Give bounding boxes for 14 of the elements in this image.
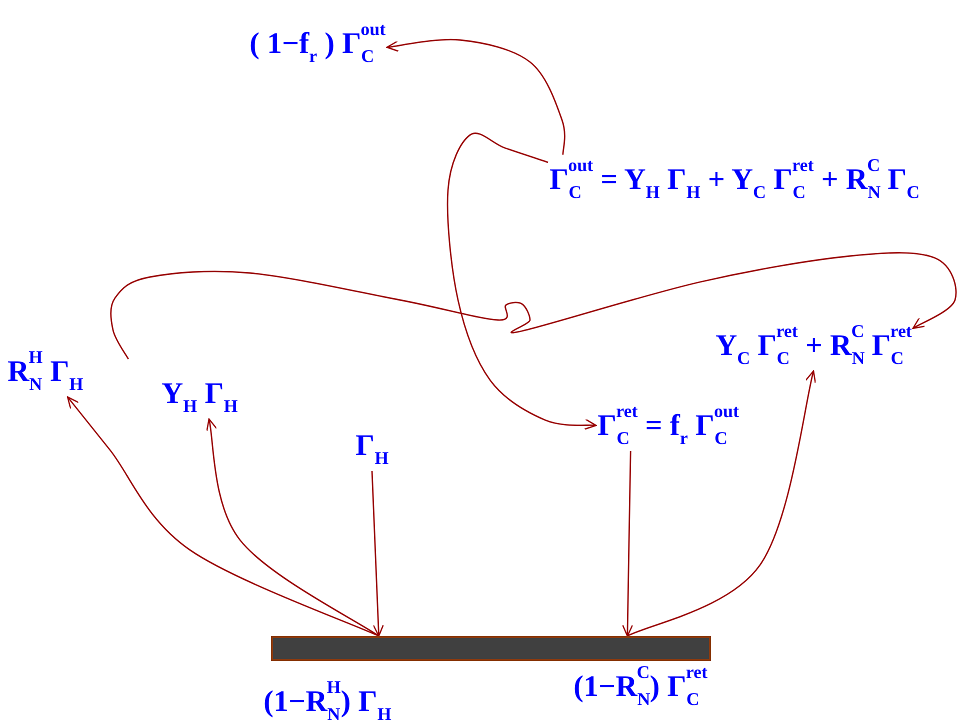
wall-bar (271, 636, 711, 661)
arrow (386, 38, 566, 155)
arrow (371, 470, 384, 637)
arrow (206, 418, 380, 637)
formula-label: R$_{N}$$^{H}$ Γ$_{H}$ (6, 340, 85, 397)
arrow (622, 450, 634, 637)
arrow (110, 252, 957, 360)
arrow (66, 396, 380, 637)
formula-label: (1−R$_{N}$$^{H}$) Γ$_{H}$ (262, 676, 392, 726)
arrow (627, 370, 816, 637)
arrow (446, 132, 597, 430)
formula-label: Γ$_{H}$ (354, 414, 390, 471)
formula-label: Γ$_{C}$$^{out}$ = Y$_{H}$ Γ$_{H}$ + Y$_{C}$ Γ$_{C}$$^{ret}$ + R$_{N}$$^{C}$ Γ$_{C}$ (548, 148, 922, 205)
formula-label: Y$_{H}$ Γ$_{H}$ (160, 362, 240, 419)
